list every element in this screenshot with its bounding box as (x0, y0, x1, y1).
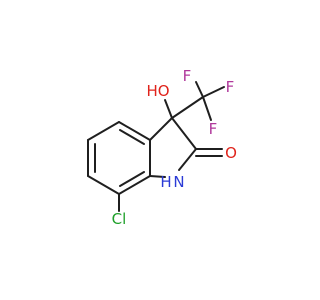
bond-c-f (202, 86, 225, 98)
nitrogen-h-label: H (160, 173, 171, 191)
molecule-diagram: HO F F F O H N Cl (87, 67, 237, 228)
carbonyl-oxygen-label: O (225, 144, 237, 162)
bond (87, 175, 120, 195)
benzene-ring (87, 121, 151, 195)
bond (118, 121, 151, 141)
double-bond-inner (119, 129, 145, 145)
hydroxyl-label: HO (146, 82, 169, 100)
fluorine-bottom-label: F (209, 120, 218, 138)
bond (149, 117, 173, 141)
bond-c-oh (164, 99, 173, 119)
bond-c-f (202, 96, 212, 121)
bond (171, 117, 197, 150)
double-bond-inner (119, 171, 145, 187)
bond (149, 175, 166, 178)
structure-drawing: HO F F F O H N Cl (87, 67, 237, 228)
chlorine-label: Cl (112, 210, 127, 228)
bond-c-cf3 (171, 96, 204, 119)
fluorine-top-label: F (183, 67, 192, 85)
bond-c-f (195, 81, 204, 98)
bond (118, 175, 151, 195)
fluorine-right-label: F (226, 78, 235, 96)
pyrrolidinone-ring (149, 117, 197, 178)
bond (87, 121, 120, 141)
nitrogen-label: N (173, 173, 184, 191)
bond (178, 148, 197, 171)
